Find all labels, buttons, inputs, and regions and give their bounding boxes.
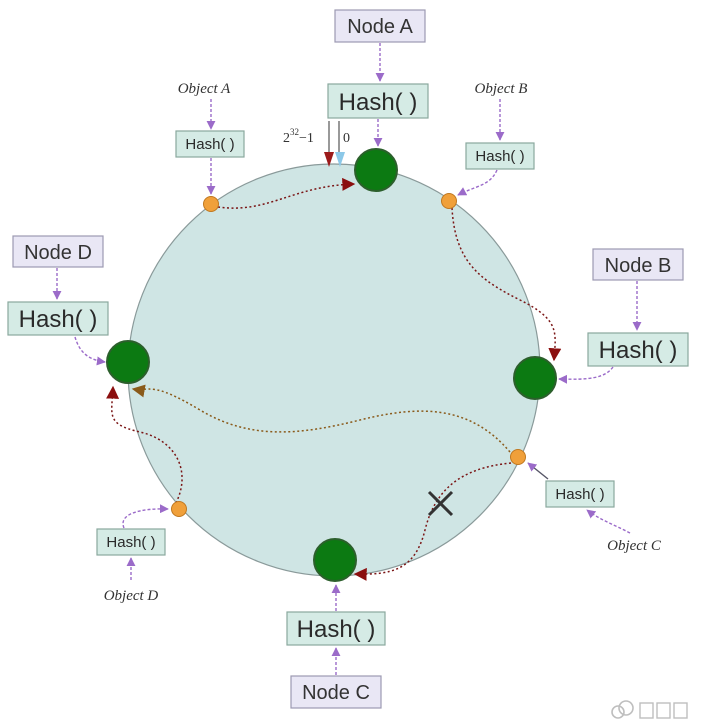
node-c-hash-box <box>286 611 386 646</box>
ring-max-exponent: 32 <box>290 127 299 137</box>
node-b-marker <box>513 356 557 400</box>
object-c-label: Object C <box>607 538 662 554</box>
cross-stroke-2 <box>427 490 454 517</box>
node-a-group: Node A Hash( ) <box>327 9 429 147</box>
object-b-hash-label: Hash( ) <box>475 148 524 165</box>
node-b-label: Node B <box>605 255 672 277</box>
cloud-logo-icon <box>611 700 634 719</box>
node-b-label-box <box>592 248 684 281</box>
ring-max-base: 2 <box>283 131 290 146</box>
object-c-hash-box <box>545 480 615 508</box>
node-c-hash-label: Hash( ) <box>297 616 376 643</box>
object-c-marker <box>510 449 526 465</box>
hash-ring <box>127 163 541 577</box>
cross-icon <box>427 490 454 517</box>
object-c-arrow-2 <box>527 462 549 480</box>
object-b-group: Object B Hash( ) <box>457 81 535 196</box>
ring-zero-label: 0 <box>343 131 350 146</box>
object-c-group: Hash( ) Object C <box>527 462 662 554</box>
object-b-hash-box <box>465 142 535 170</box>
watermark-glyph-1 <box>639 702 654 719</box>
node-c-group: Hash( ) Node C <box>286 584 386 709</box>
object-d-label: Object D <box>104 588 159 604</box>
object-c-hash-label: Hash( ) <box>555 486 604 503</box>
node-c-label: Node C <box>302 682 370 704</box>
object-a-group: Object A Hash( ) <box>175 81 245 195</box>
watermark-glyph-3 <box>673 702 688 719</box>
node-a-label: Node A <box>347 16 413 38</box>
node-a-marker <box>354 148 398 192</box>
object-a-marker <box>203 196 219 212</box>
mapping-path-object-c-to-node-d <box>131 384 511 453</box>
node-b-arrow-2 <box>558 366 614 384</box>
object-a-hash-label: Hash( ) <box>185 136 234 153</box>
node-a-label-box <box>334 9 426 43</box>
ring-max-label: 232−1 <box>283 127 314 146</box>
cloud-logo-part-2 <box>618 700 634 716</box>
cloud-logo-part-1 <box>611 705 625 719</box>
node-b-hash-box <box>587 332 689 367</box>
node-d-hash-box <box>7 301 109 336</box>
node-b-hash-label: Hash( ) <box>599 337 678 364</box>
node-d-marker <box>106 340 150 384</box>
object-b-label: Object B <box>475 81 528 97</box>
node-a-hash-box <box>327 83 429 119</box>
node-d-hash-label: Hash( ) <box>19 306 98 333</box>
ring-max-pointer-icon <box>324 152 334 167</box>
mapping-path-object-c-to-node-c <box>353 462 512 581</box>
node-c-marker <box>313 538 357 582</box>
object-b-arrow-2 <box>457 169 498 196</box>
object-d-hash-label: Hash( ) <box>106 534 155 551</box>
node-d-label-box <box>12 235 104 268</box>
watermark-logo <box>611 700 688 719</box>
object-a-hash-box <box>175 130 245 158</box>
object-c-arrow-1 <box>586 509 631 534</box>
node-d-arrow-2 <box>74 336 106 366</box>
ring-max-suffix: −1 <box>299 131 314 146</box>
ring-zero-pointer-icon <box>335 152 345 167</box>
node-d-label: Node D <box>24 242 92 264</box>
node-a-hash-label: Hash( ) <box>339 89 418 116</box>
watermark-glyph-2 <box>656 702 671 719</box>
mapping-path-object-a-to-node-a <box>217 177 356 209</box>
node-d-group: Node D Hash( ) <box>7 235 109 366</box>
ring-origin-marks: 232−1 0 <box>283 121 350 167</box>
object-a-label: Object A <box>178 81 231 97</box>
object-d-arrow-2 <box>122 504 169 529</box>
object-d-marker <box>171 501 187 517</box>
object-d-hash-box <box>96 528 166 556</box>
node-c-label-box <box>290 675 382 709</box>
object-b-marker <box>441 193 457 209</box>
object-d-group: Hash( ) Object D <box>96 504 169 604</box>
mapping-path-object-b-to-node-b <box>451 207 562 362</box>
node-b-group: Node B Hash( ) <box>558 248 689 384</box>
